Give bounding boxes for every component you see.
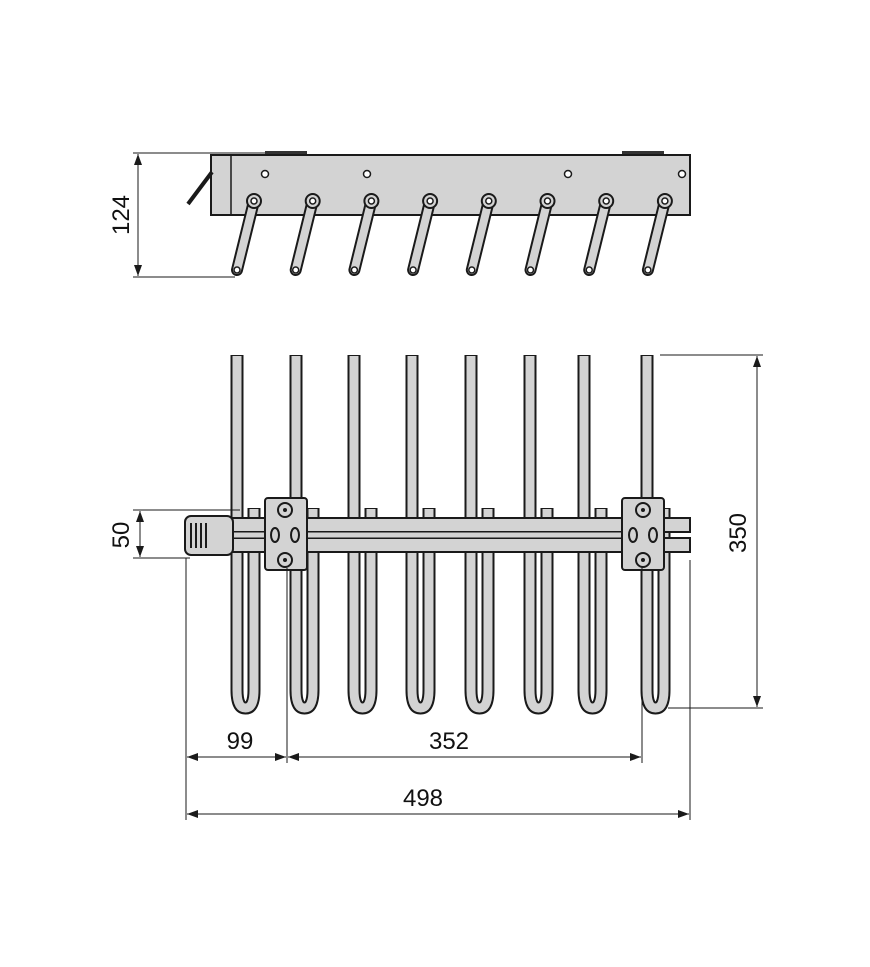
arrowhead: [134, 154, 142, 165]
arrowhead: [275, 753, 286, 761]
peg-tip: [233, 266, 241, 274]
hook-rod: [525, 356, 552, 713]
bracket-slot: [290, 527, 300, 543]
hook-rod: [349, 356, 376, 713]
arrowhead: [134, 265, 142, 276]
peg-rod: [350, 197, 376, 274]
dim-bar-50: 50: [108, 522, 135, 549]
peg-rod: [467, 197, 493, 274]
peg-base-hole: [485, 197, 493, 205]
handle-grip: [184, 515, 234, 556]
side-view: [186, 151, 691, 276]
arrowhead: [630, 753, 641, 761]
arrowhead: [136, 511, 144, 522]
peg-base-hole: [367, 197, 376, 205]
peg-tip: [350, 266, 359, 274]
hook-rod: [579, 356, 606, 713]
arrowhead: [288, 753, 299, 761]
hook-rod: [291, 356, 318, 713]
hook-rod: [407, 356, 434, 713]
peg-base-hole: [426, 197, 434, 205]
rail-body: [210, 154, 691, 216]
peg-tip: [468, 266, 476, 274]
peg-rod: [291, 197, 317, 274]
top-view: [184, 355, 691, 715]
hook-rod: [232, 356, 259, 713]
hook-rod: [466, 356, 493, 713]
dimension-lines: [133, 152, 763, 820]
peg-tip: [409, 266, 417, 274]
peg-base-hole: [543, 197, 552, 205]
arrowhead: [187, 753, 198, 761]
screw-hole: [260, 169, 270, 179]
arrowhead: [753, 356, 761, 367]
arrowhead: [136, 546, 144, 557]
peg-rod: [643, 197, 669, 274]
arrowhead: [187, 810, 198, 818]
mounting-pad: [265, 151, 307, 156]
dim-spacing-352: 352: [429, 728, 469, 755]
peg-rod: [585, 197, 611, 274]
peg-tip: [585, 266, 593, 274]
arrowhead: [678, 810, 689, 818]
dim-offset-99: 99: [227, 728, 254, 755]
peg-base-hole: [250, 197, 258, 205]
handle-lever: [186, 170, 214, 206]
mounting-bracket: [621, 497, 665, 571]
mounting-pad: [622, 151, 664, 156]
peg-base-hole: [661, 197, 669, 205]
dim-depth-350: 350: [725, 513, 752, 553]
arrowhead: [753, 696, 761, 707]
peg-tip: [526, 266, 535, 274]
dim-total-498: 498: [403, 785, 443, 812]
bracket-slot: [270, 527, 280, 543]
screw-hole: [677, 169, 687, 179]
peg-base-hole: [308, 197, 317, 205]
mounting-bracket: [264, 497, 308, 571]
bracket-slot: [648, 527, 658, 543]
peg-tip: [644, 266, 652, 274]
dim-height-124: 124: [108, 195, 135, 235]
bracket-slot: [628, 527, 638, 543]
bracket-screw-center: [641, 508, 645, 512]
screw-hole: [362, 169, 372, 179]
bracket-screw-center: [283, 558, 287, 562]
peg-rod: [409, 197, 435, 274]
peg-rod: [233, 197, 258, 274]
screw-hole: [563, 169, 573, 179]
peg-base-hole: [602, 197, 610, 205]
peg-rod: [526, 197, 552, 274]
peg-tip: [291, 266, 300, 274]
bracket-screw-center: [283, 508, 287, 512]
bracket-screw-center: [641, 558, 645, 562]
hook-rod: [642, 356, 669, 713]
